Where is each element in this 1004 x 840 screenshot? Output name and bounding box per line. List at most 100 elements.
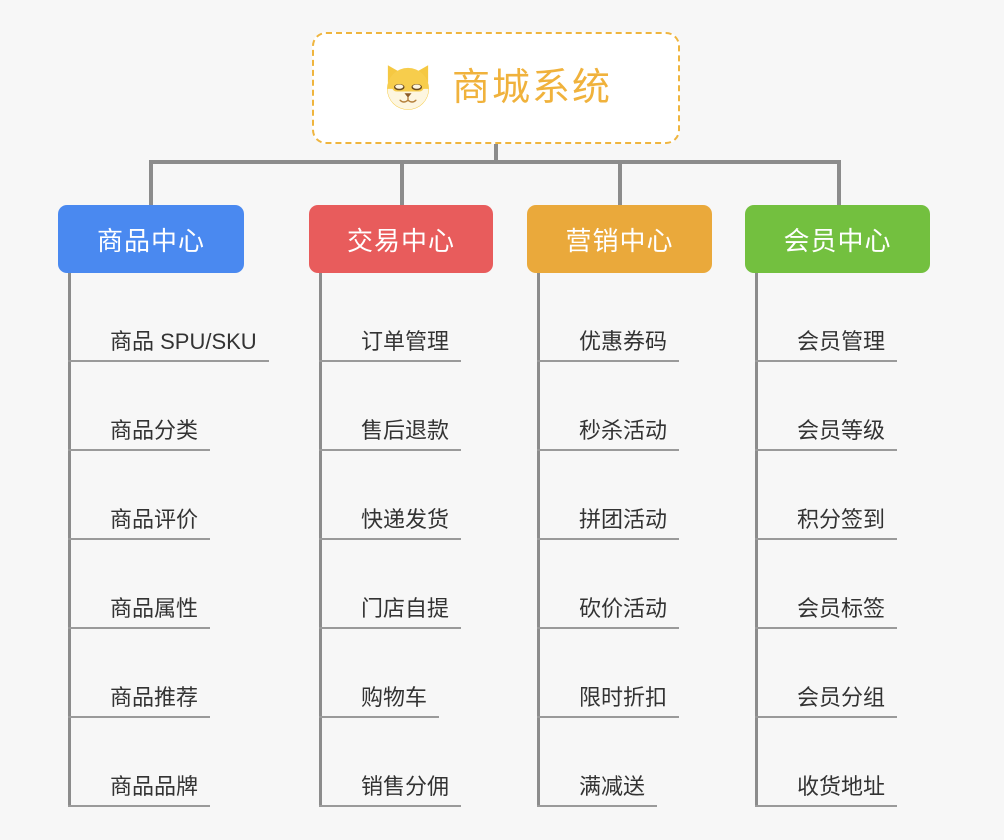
branch-body-3: 会员管理 会员等级 积分签到 会员标签 会员分组 收货地址	[755, 273, 995, 807]
leaf-underline	[319, 805, 461, 807]
leaf-item[interactable]: 积分签到	[755, 451, 995, 540]
leaf-underline	[537, 360, 679, 362]
connector-horizontal-bus	[149, 160, 841, 164]
leaf-item[interactable]: 收货地址	[755, 718, 995, 807]
leaf-underline	[319, 716, 439, 718]
leaf-label: 会员管理	[797, 328, 886, 354]
leaf-item[interactable]: 商品品牌	[68, 718, 308, 807]
leaf-label: 商品评价	[110, 506, 199, 532]
branch-trunk-3	[755, 273, 758, 807]
leaf-item[interactable]: 满减送	[537, 718, 777, 807]
leaf-item[interactable]: 销售分佣	[319, 718, 559, 807]
leaf-item[interactable]: 购物车	[319, 629, 559, 718]
leaf-item[interactable]: 拼团活动	[537, 451, 777, 540]
leaf-underline	[755, 449, 897, 451]
leaf-underline	[68, 449, 210, 451]
leaf-item[interactable]: 订单管理	[319, 273, 559, 362]
leaf-underline	[68, 627, 210, 629]
leaf-label: 销售分佣	[361, 773, 450, 799]
leaf-underline	[319, 538, 461, 540]
leaf-item[interactable]: 砍价活动	[537, 540, 777, 629]
branch-header-label: 商品中心	[96, 225, 205, 256]
leaf-underline	[319, 449, 461, 451]
branch-header-1[interactable]: 交易中心	[309, 205, 493, 273]
branch-body-2: 优惠券码 秒杀活动 拼团活动 砍价活动 限时折扣 满减送	[537, 273, 777, 807]
leaf-item[interactable]: 优惠券码	[537, 273, 777, 362]
connector-drop-2	[400, 160, 404, 207]
leaf-underline	[755, 805, 897, 807]
leaf-label: 拼团活动	[579, 506, 668, 532]
branch-header-2[interactable]: 营销中心	[527, 205, 712, 273]
leaf-item[interactable]: 售后退款	[319, 362, 559, 451]
leaf-label: 限时折扣	[579, 684, 668, 710]
branch-header-label: 营销中心	[565, 225, 674, 256]
leaf-item[interactable]: 会员标签	[755, 540, 995, 629]
branch-header-0[interactable]: 商品中心	[58, 205, 244, 273]
leaf-label: 购物车	[361, 684, 428, 710]
connector-root-stem	[494, 144, 498, 162]
branch-column-3: 会员中心 会员管理 会员等级 积分签到 会员标签 会员分组 收货地址	[745, 205, 995, 807]
leaf-underline	[68, 360, 269, 362]
leaf-item[interactable]: 快递发货	[319, 451, 559, 540]
leaf-label: 收货地址	[797, 773, 886, 799]
leaf-underline	[319, 360, 461, 362]
root-title: 商城系统	[451, 67, 612, 109]
leaf-item[interactable]: 商品推荐	[68, 629, 308, 718]
leaf-label: 商品分类	[110, 417, 199, 443]
leaf-item[interactable]: 限时折扣	[537, 629, 777, 718]
leaf-label: 订单管理	[361, 328, 450, 354]
leaf-label: 快递发货	[361, 506, 450, 532]
leaf-label: 售后退款	[361, 417, 450, 443]
leaf-underline	[68, 805, 210, 807]
leaf-underline	[68, 716, 210, 718]
leaf-label: 商品 SPU/SKU	[110, 328, 257, 354]
branch-column-2: 营销中心 优惠券码 秒杀活动 拼团活动 砍价活动 限时折扣 满减送	[527, 205, 777, 807]
leaf-label: 优惠券码	[579, 328, 668, 354]
leaf-label: 会员分组	[797, 684, 886, 710]
leaf-label: 会员标签	[797, 595, 886, 621]
leaf-label: 商品品牌	[110, 773, 199, 799]
branch-header-label: 交易中心	[346, 225, 455, 256]
leaf-underline	[755, 360, 897, 362]
leaf-underline	[755, 627, 897, 629]
branch-header-3[interactable]: 会员中心	[745, 205, 930, 273]
leaf-label: 会员等级	[797, 417, 886, 443]
connector-drop-4	[837, 160, 841, 207]
leaf-underline	[537, 449, 679, 451]
leaf-label: 满减送	[579, 773, 646, 799]
leaf-item[interactable]: 秒杀活动	[537, 362, 777, 451]
leaf-label: 砍价活动	[579, 595, 668, 621]
leaf-underline	[537, 627, 679, 629]
leaf-underline	[537, 538, 679, 540]
leaf-item[interactable]: 会员分组	[755, 629, 995, 718]
leaf-underline	[537, 716, 679, 718]
branch-header-label: 会员中心	[783, 225, 892, 256]
root-node[interactable]: 商城系统	[312, 32, 680, 144]
branch-trunk-0	[68, 273, 71, 807]
branch-trunk-2	[537, 273, 540, 807]
branch-column-0: 商品中心 商品 SPU/SKU 商品分类 商品评价 商品属性 商品推荐 商品品牌	[58, 205, 308, 807]
leaf-underline	[755, 716, 897, 718]
leaf-label: 商品属性	[110, 595, 199, 621]
leaf-label: 门店自提	[361, 595, 450, 621]
leaf-item[interactable]: 门店自提	[319, 540, 559, 629]
leaf-item[interactable]: 商品 SPU/SKU	[68, 273, 308, 362]
leaf-item[interactable]: 商品评价	[68, 451, 308, 540]
connector-drop-3	[618, 160, 622, 207]
leaf-item[interactable]: 会员等级	[755, 362, 995, 451]
connector-drop-1	[149, 160, 153, 207]
leaf-underline	[755, 538, 897, 540]
leaf-label: 秒杀活动	[579, 417, 668, 443]
leaf-label: 积分签到	[797, 506, 886, 532]
branch-column-1: 交易中心 订单管理 售后退款 快递发货 门店自提 购物车 销售分佣	[309, 205, 559, 807]
leaf-item[interactable]: 商品分类	[68, 362, 308, 451]
branch-body-1: 订单管理 售后退款 快递发货 门店自提 购物车 销售分佣	[319, 273, 559, 807]
leaf-underline	[537, 805, 657, 807]
leaf-item[interactable]: 会员管理	[755, 273, 995, 362]
leaf-item[interactable]: 商品属性	[68, 540, 308, 629]
branch-trunk-1	[319, 273, 322, 807]
shiba-dog-icon	[386, 65, 429, 110]
leaf-underline	[319, 627, 461, 629]
leaf-label: 商品推荐	[110, 684, 199, 710]
